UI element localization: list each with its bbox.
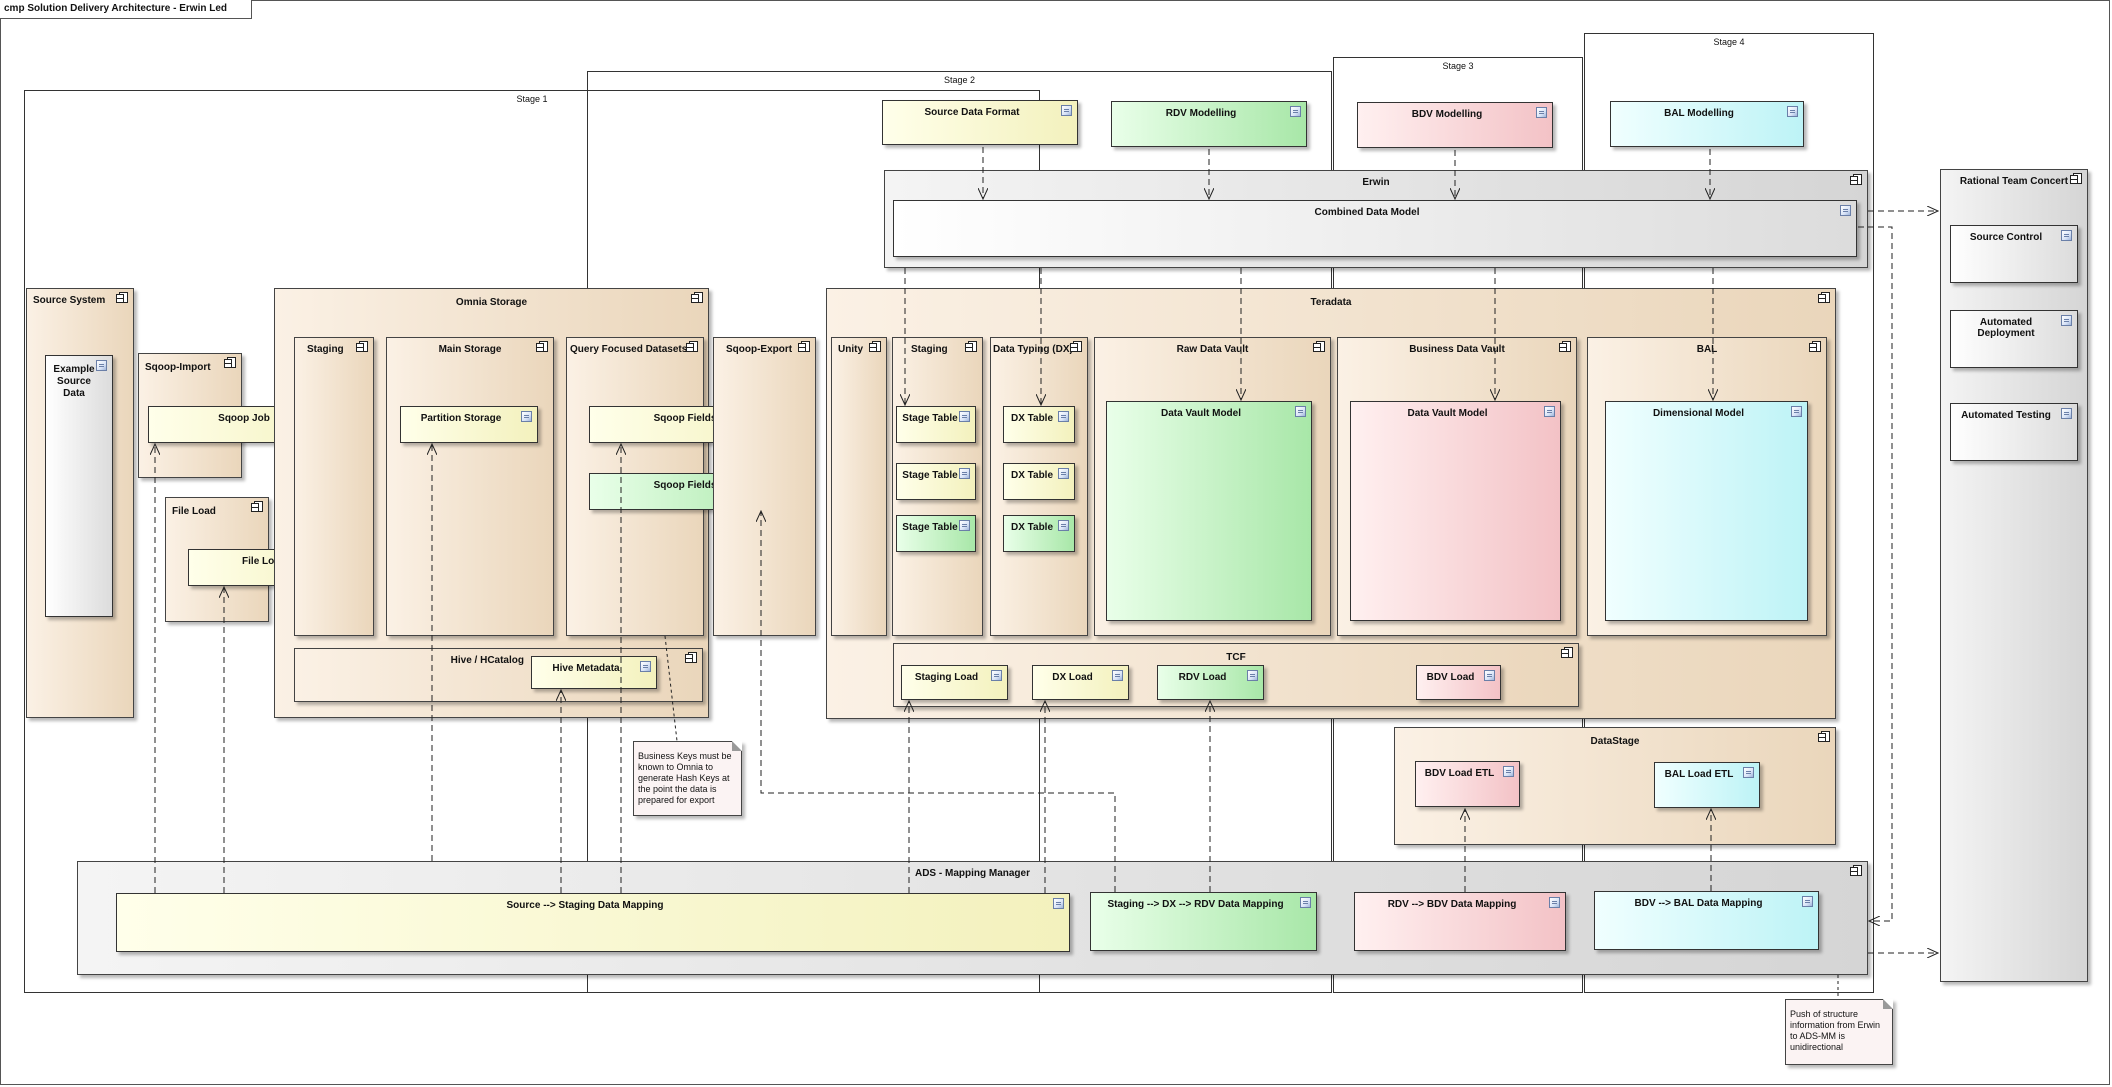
- artifact-icon: [521, 411, 532, 422]
- dx-table-green-box[interactable]: DX Table: [1003, 515, 1075, 552]
- artifact-icon: [959, 468, 970, 479]
- automated-testing-box[interactable]: Automated Testing: [1950, 403, 2078, 461]
- automated-deployment-box[interactable]: Automated Deployment: [1950, 310, 2078, 368]
- stage-table-box[interactable]: Stage Table: [896, 463, 976, 500]
- note-anchor-business-keys: [664, 635, 678, 742]
- artifact-icon: [1053, 898, 1064, 909]
- stage-4-label: Stage 4: [1713, 37, 1745, 47]
- example-source-data-box[interactable]: Example Source Data: [45, 355, 113, 617]
- dx-table-box[interactable]: DX Table: [1003, 406, 1075, 443]
- bdv-load-box[interactable]: BDV Load: [1416, 665, 1501, 700]
- component-icon: [1070, 341, 1082, 352]
- artifact-icon: [1544, 406, 1555, 417]
- component-icon: [1850, 174, 1862, 185]
- component-icon: [869, 341, 881, 352]
- stage-1-label: Stage 1: [516, 94, 548, 104]
- component-icon: [1818, 731, 1830, 742]
- stage-2-label: Stage 2: [943, 75, 976, 85]
- component-icon: [1850, 865, 1862, 876]
- artifact-icon: [1791, 406, 1802, 417]
- bdv-load-etl-box[interactable]: BDV Load ETL: [1415, 761, 1520, 807]
- stage-3-label: Stage 3: [1442, 61, 1474, 71]
- artifact-icon: [1484, 670, 1495, 681]
- artifact-icon: [1549, 897, 1560, 908]
- bdv-modelling-box[interactable]: BDV Modelling: [1357, 102, 1553, 148]
- sqoop-export-component[interactable]: Sqoop-Export: [713, 337, 816, 636]
- component-icon: [1559, 341, 1571, 352]
- omnia-staging-component[interactable]: Staging: [294, 337, 374, 636]
- rdv-load-box[interactable]: RDV Load: [1157, 665, 1264, 700]
- artifact-icon: [640, 661, 651, 672]
- staging-dx-rdv-mapping-box[interactable]: Staging --> DX --> RDV Data Mapping: [1090, 892, 1317, 951]
- artifact-icon: [1058, 411, 1069, 422]
- artifact-icon: [1787, 106, 1798, 117]
- component-icon: [1809, 341, 1821, 352]
- artifact-icon: [1840, 205, 1851, 216]
- rdv-data-vault-model-box[interactable]: Data Vault Model: [1106, 401, 1312, 621]
- stage-table-box[interactable]: Stage Table: [896, 406, 976, 443]
- artifact-icon: [1061, 105, 1072, 116]
- artifact-icon: [1112, 670, 1123, 681]
- dx-load-box[interactable]: DX Load: [1032, 665, 1129, 700]
- bdv-bal-mapping-box[interactable]: BDV --> BAL Data Mapping: [1594, 891, 1819, 950]
- rdv-bdv-mapping-box[interactable]: RDV --> BDV Data Mapping: [1354, 892, 1566, 951]
- artifact-icon: [2061, 315, 2072, 326]
- artifact-icon: [1743, 767, 1754, 778]
- source-control-box[interactable]: Source Control: [1950, 225, 2078, 283]
- component-icon: [356, 341, 368, 352]
- component-icon: [1818, 292, 1830, 303]
- component-icon: [798, 341, 810, 352]
- component-icon: [536, 341, 548, 352]
- artifact-icon: [991, 670, 1002, 681]
- artifact-icon: [2061, 408, 2072, 419]
- main-storage-component[interactable]: Main Storage: [386, 337, 554, 636]
- component-icon: [251, 501, 263, 512]
- stage-table-green-box[interactable]: Stage Table: [896, 515, 976, 552]
- artifact-icon: [1295, 406, 1306, 417]
- artifact-icon: [1247, 670, 1258, 681]
- component-icon: [965, 341, 977, 352]
- component-icon: [1561, 647, 1573, 658]
- diagram-title: cmp Solution Delivery Architecture - Erw…: [0, 0, 253, 19]
- rational-team-concert-component[interactable]: Rational Team Concert: [1940, 169, 2088, 982]
- push-structure-note: Push of structure information from Erwin…: [1785, 999, 1893, 1065]
- partition-storage-box[interactable]: Partition Storage: [400, 406, 538, 443]
- component-icon: [224, 357, 236, 368]
- component-icon: [1313, 341, 1325, 352]
- unity-component[interactable]: Unity: [831, 337, 887, 636]
- artifact-icon: [1058, 520, 1069, 531]
- source-data-format-box[interactable]: Source Data Format: [882, 100, 1078, 145]
- hive-metadata-box[interactable]: Hive Metadata: [531, 656, 657, 689]
- arrow-ads-to-sqoop-fields-green: [761, 511, 1116, 892]
- component-icon: [2070, 173, 2082, 184]
- source-staging-mapping-box[interactable]: Source --> Staging Data Mapping: [116, 893, 1070, 952]
- rdv-modelling-box[interactable]: RDV Modelling: [1111, 101, 1307, 147]
- dimensional-model-box[interactable]: Dimensional Model: [1605, 401, 1808, 621]
- artifact-icon: [1536, 107, 1547, 118]
- dx-table-box[interactable]: DX Table: [1003, 463, 1075, 500]
- artifact-icon: [1300, 897, 1311, 908]
- bal-load-etl-box[interactable]: BAL Load ETL: [1654, 762, 1760, 808]
- component-icon: [685, 652, 697, 663]
- artifact-icon: [1503, 766, 1514, 777]
- component-icon: [686, 341, 698, 352]
- artifact-icon: [1058, 468, 1069, 479]
- artifact-icon: [1290, 106, 1301, 117]
- artifact-icon: [959, 411, 970, 422]
- artifact-icon: [1802, 896, 1813, 907]
- combined-data-model-box[interactable]: Combined Data Model: [893, 200, 1857, 257]
- staging-load-box[interactable]: Staging Load: [901, 665, 1008, 700]
- artifact-icon: [96, 360, 107, 371]
- arrow-erwin-to-ads: [1858, 226, 1893, 921]
- component-icon: [691, 292, 703, 303]
- artifact-icon: [2061, 230, 2072, 241]
- artifact-icon: [959, 520, 970, 531]
- bdv-data-vault-model-box[interactable]: Data Vault Model: [1350, 401, 1561, 621]
- bal-modelling-box[interactable]: BAL Modelling: [1610, 101, 1804, 147]
- business-keys-note: Business Keys must be known to Omnia to …: [633, 741, 742, 816]
- component-icon: [116, 292, 128, 303]
